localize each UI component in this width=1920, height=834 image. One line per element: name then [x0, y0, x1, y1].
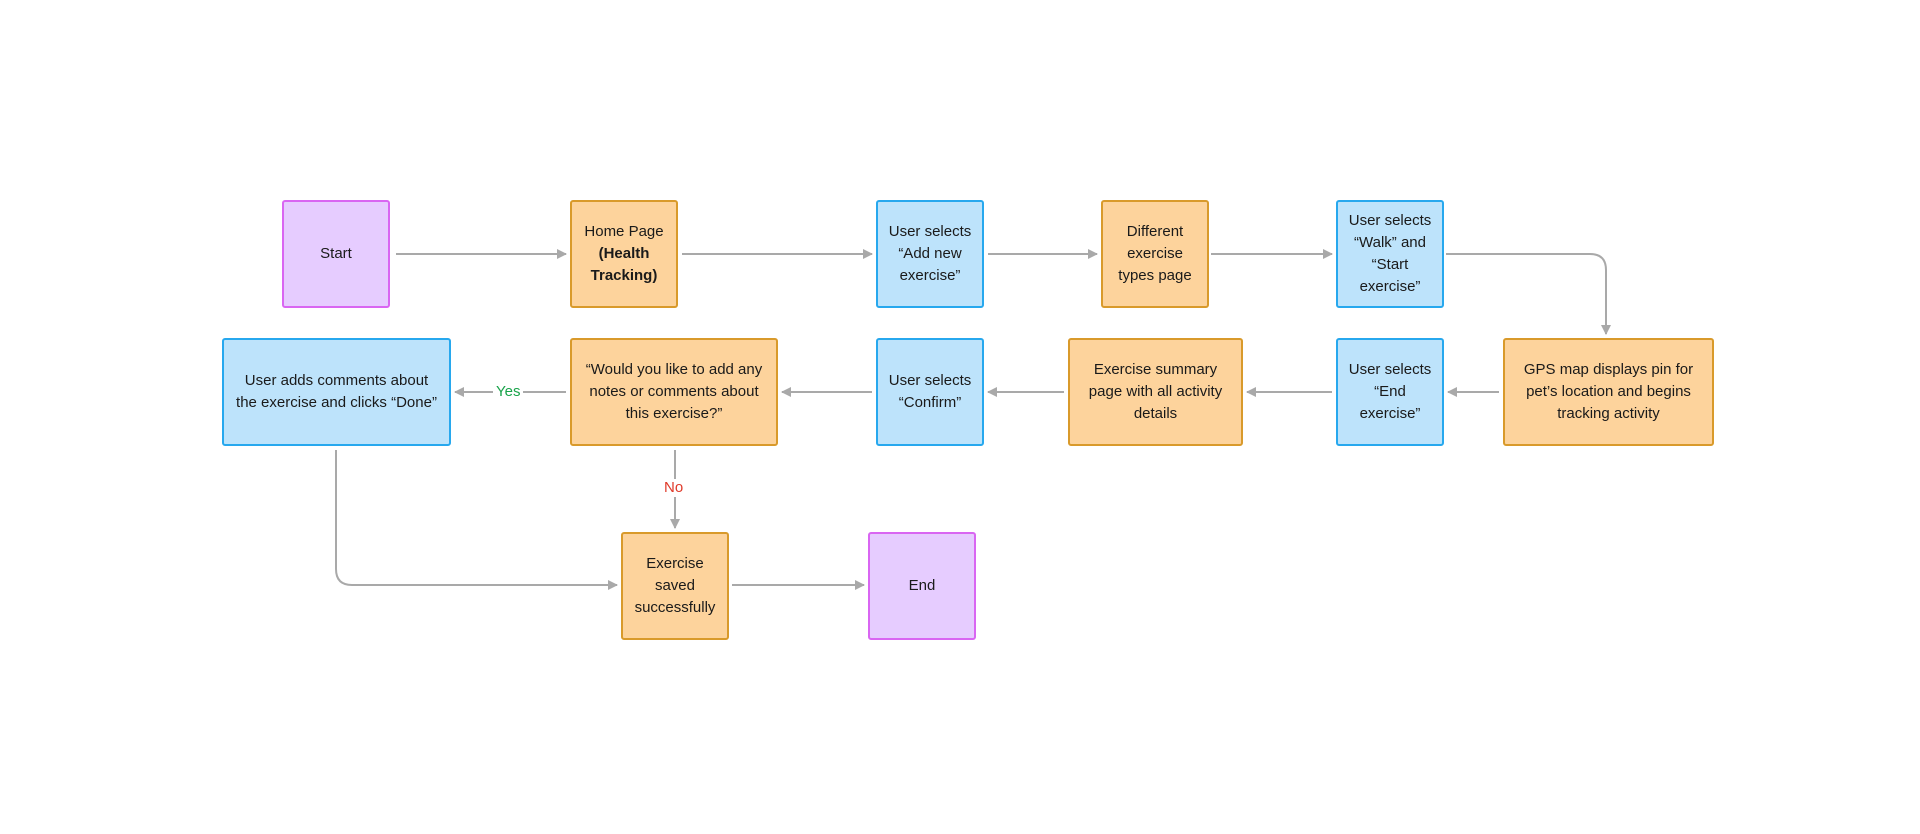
add-comments-node: User adds comments about the exercise an…: [222, 338, 451, 446]
exercise-types-page-node: Different exercise types page: [1101, 200, 1209, 308]
node-text: pet’s location and begins: [1526, 383, 1691, 400]
node-text-bold: (Health: [598, 245, 650, 262]
node-text: Exercise summary: [1093, 361, 1218, 378]
node-text: Home Page: [584, 223, 664, 240]
start-node: Start: [282, 200, 390, 308]
yes-edge-label: Yes: [493, 383, 524, 401]
node-text: User selects: [888, 372, 972, 389]
node-text: notes or comments about: [589, 383, 759, 400]
edge-walk-to-gps: [1446, 253, 1611, 335]
node-text: the exercise and clicks “Done”: [236, 394, 437, 411]
exercise-saved-node: Exercise saved successfully: [621, 532, 729, 640]
select-add-exercise-node: User selects “Add new exercise”: [876, 200, 984, 308]
end-node: End: [868, 532, 976, 640]
node-text: exercise”: [1359, 405, 1421, 422]
node-text: “Confirm”: [898, 394, 962, 411]
node-text: “End: [1374, 383, 1406, 400]
node-text: exercise”: [899, 267, 961, 284]
select-end-exercise-node: User selects “End exercise”: [1336, 338, 1444, 446]
node-text: Exercise: [646, 555, 704, 572]
node-text: successfully: [634, 599, 716, 616]
node-text: End: [908, 577, 936, 594]
gps-map-node: GPS map displays pin for pet’s location …: [1503, 338, 1714, 446]
node-text: saved: [654, 577, 695, 594]
node-text: page with all activity: [1088, 383, 1223, 400]
home-page-node: Home Page (Health Tracking): [570, 200, 678, 308]
node-text: “Start: [1371, 256, 1409, 273]
node-text: GPS map displays pin for: [1523, 361, 1694, 378]
no-edge-label: No: [661, 479, 687, 497]
exercise-summary-node: Exercise summary page with all activity …: [1068, 338, 1243, 446]
node-text: exercise”: [1359, 278, 1421, 295]
node-text: types page: [1118, 267, 1192, 284]
select-walk-node: User selects “Walk” and “Start exercise”: [1336, 200, 1444, 308]
node-text: exercise: [1127, 245, 1183, 262]
node-text: User selects: [1348, 212, 1432, 229]
edge-comments-to-saved: [335, 450, 618, 590]
node-text: User selects: [1348, 361, 1432, 378]
add-notes-question-node: “Would you like to add any notes or comm…: [570, 338, 778, 446]
node-text: “Add new: [898, 245, 962, 262]
node-text: details: [1133, 405, 1178, 422]
node-text: Different: [1126, 223, 1184, 240]
node-text: User selects: [888, 223, 972, 240]
node-text: User adds comments about: [244, 372, 429, 389]
select-confirm-node: User selects “Confirm”: [876, 338, 984, 446]
node-text: this exercise?”: [625, 405, 723, 422]
node-text: “Walk” and: [1354, 234, 1426, 251]
node-text-bold: Tracking): [590, 267, 658, 284]
node-text: tracking activity: [1557, 405, 1660, 422]
node-text: Start: [320, 245, 352, 262]
node-text: “Would you like to add any: [585, 361, 763, 378]
